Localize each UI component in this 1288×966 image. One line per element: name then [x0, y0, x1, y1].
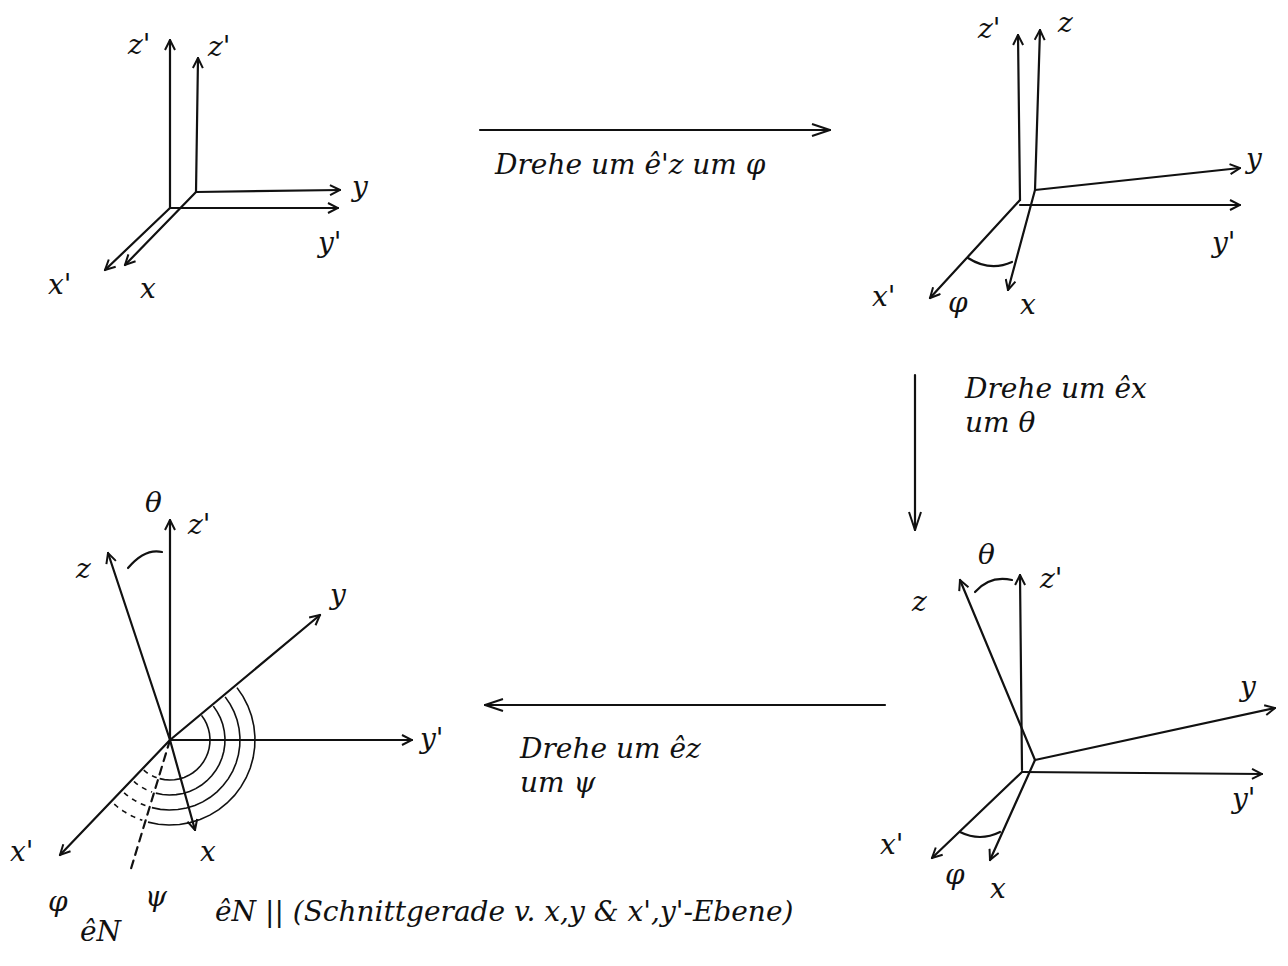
- hatch-arc: [152, 697, 240, 810]
- rotation-caption: Drehe um ê'z um φ: [495, 148, 765, 182]
- plane-hatching: [114, 688, 255, 825]
- axis-label: x: [200, 835, 216, 869]
- axis-label: z': [1040, 562, 1062, 596]
- rotation-caption: Drehe um êz um ψ: [520, 732, 750, 799]
- axis-label: y': [420, 722, 444, 756]
- axis-label: z: [912, 585, 927, 619]
- axis-label: x': [872, 280, 896, 314]
- axis-label: z: [76, 552, 91, 586]
- angle-label: φ: [945, 858, 965, 892]
- axis-label: z: [1058, 6, 1073, 40]
- hatch-arc: [160, 715, 210, 780]
- axis-label: x': [10, 835, 34, 869]
- axis-label: x: [1020, 288, 1036, 322]
- axis-label: y: [1246, 142, 1262, 176]
- axis-label: x: [990, 872, 1006, 906]
- axis-label: y': [318, 226, 342, 260]
- axis-label: y': [1232, 782, 1256, 816]
- axis-label: z': [208, 30, 230, 64]
- coordinate-frames: [60, 30, 1275, 872]
- angle-label: φ: [948, 286, 968, 320]
- axis-label: z': [188, 508, 210, 542]
- hatch-arc: [114, 804, 142, 820]
- axis-label: y: [330, 578, 346, 612]
- angle-label: θ: [145, 486, 162, 520]
- axis-label: z': [978, 12, 1000, 46]
- axis-label: y': [1212, 226, 1236, 260]
- angle-label: φ: [48, 885, 68, 919]
- angle-label: ψ: [145, 880, 167, 914]
- axis-label: y: [352, 170, 368, 204]
- angle-label: θ: [978, 538, 995, 572]
- axis-label: x': [880, 828, 904, 862]
- axis-label: êN: [80, 915, 121, 949]
- note: êN || (Schnittgerade v. x,y & x',y'-Eben…: [215, 895, 793, 929]
- axis-label: x': [48, 268, 72, 302]
- hatch-arc: [134, 782, 152, 792]
- axis-label: y: [1240, 670, 1256, 704]
- rotation-caption: Drehe um êx um θ: [965, 372, 1195, 439]
- axis-label: z': [128, 28, 150, 62]
- hatch-arc: [156, 706, 225, 795]
- hatch-arc: [144, 770, 157, 778]
- hatch-arc: [124, 793, 147, 806]
- axis-label: x: [140, 272, 156, 306]
- hatch-arc: [148, 688, 255, 825]
